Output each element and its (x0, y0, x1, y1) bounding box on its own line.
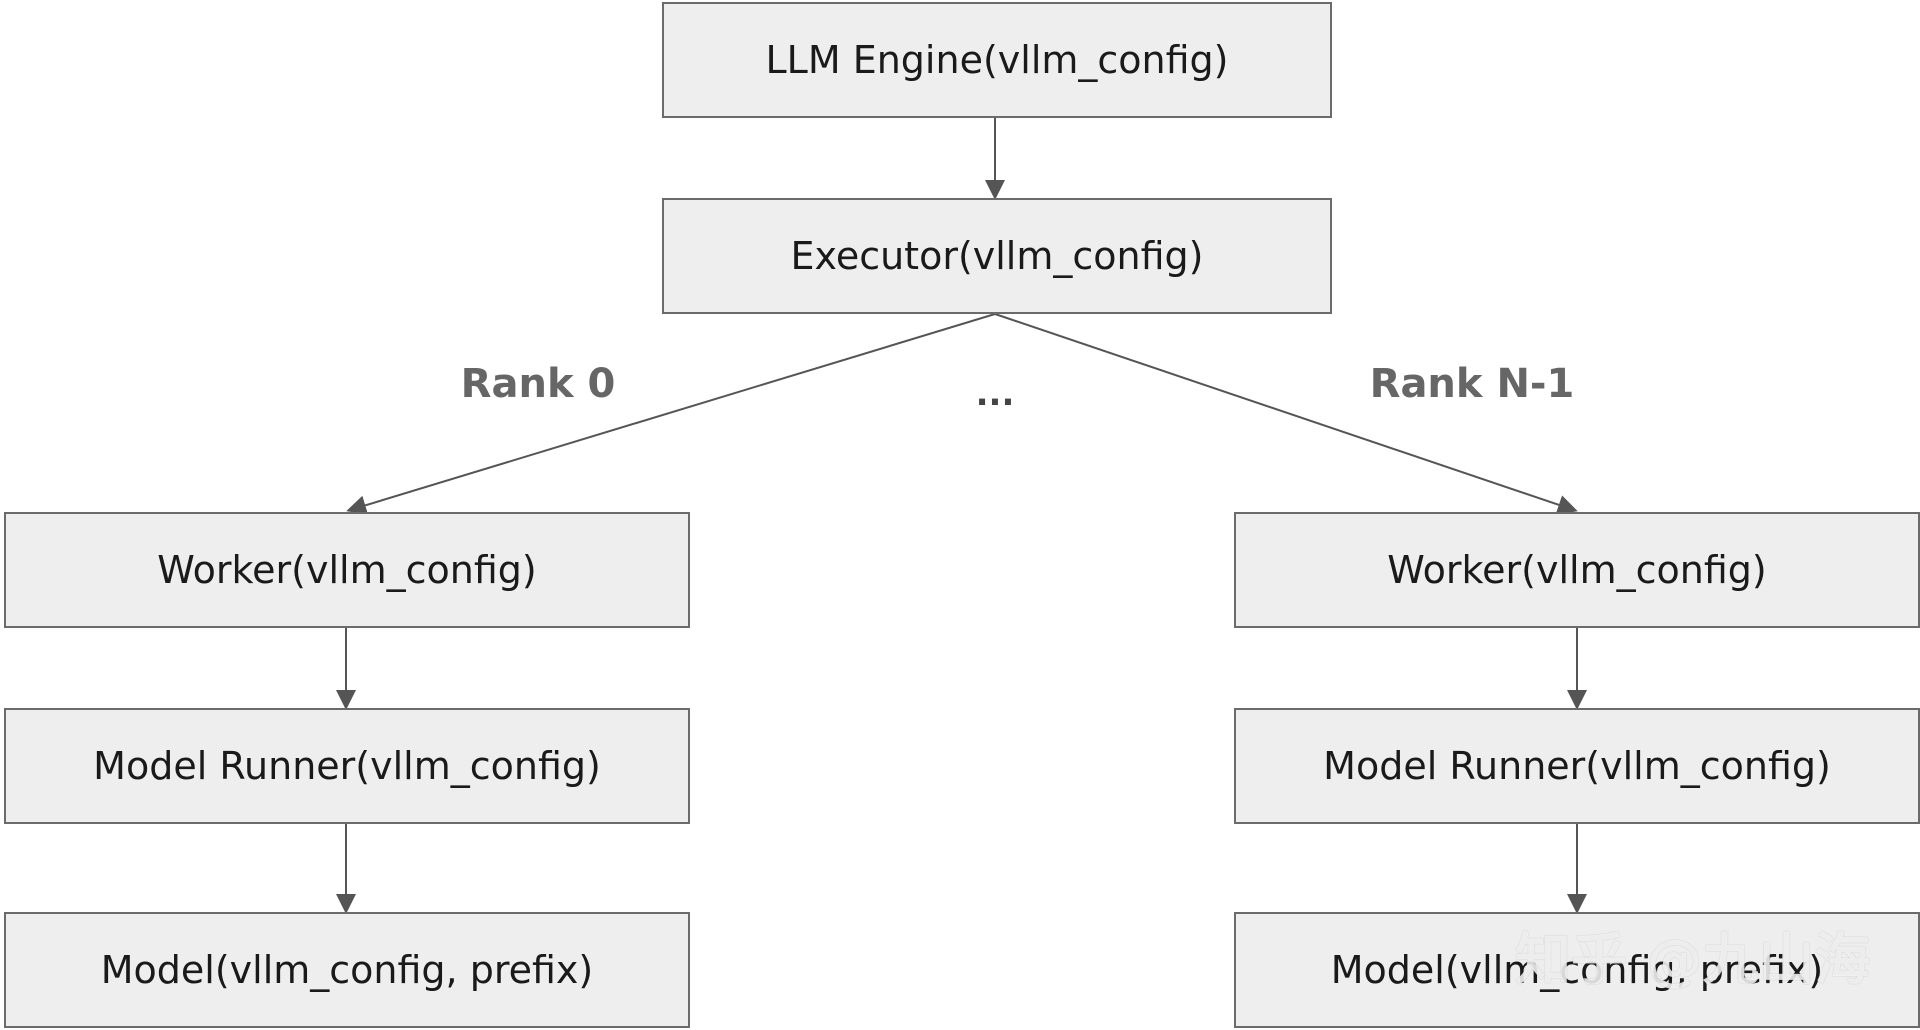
rank-0-label: Rank 0 (460, 361, 616, 407)
model-node-rank-0: Model(vllm_config, prefix) (4, 912, 690, 1028)
executor-node: Executor(vllm_config) (662, 198, 1332, 314)
model-runner-label-rank-n1: Model Runner(vllm_config) (1323, 744, 1831, 788)
llm-engine-label: LLM Engine(vllm_config) (765, 38, 1229, 82)
model-label-rank-n1: Model(vllm_config, prefix) (1330, 948, 1824, 992)
model-node-rank-n1: Model(vllm_config, prefix) (1234, 912, 1920, 1028)
llm-engine-node: LLM Engine(vllm_config) (662, 2, 1332, 118)
model-runner-label-rank-0: Model Runner(vllm_config) (93, 744, 601, 788)
worker-label-rank-n1: Worker(vllm_config) (1387, 548, 1767, 592)
model-runner-node-rank-n1: Model Runner(vllm_config) (1234, 708, 1920, 824)
model-runner-node-rank-0: Model Runner(vllm_config) (4, 708, 690, 824)
model-label-rank-0: Model(vllm_config, prefix) (100, 948, 594, 992)
worker-node-rank-0: Worker(vllm_config) (4, 512, 690, 628)
edge-executor-to-worker-rank-n1 (994, 313, 1578, 515)
rank-n1-label: Rank N-1 (1369, 361, 1575, 407)
executor-label: Executor(vllm_config) (790, 234, 1204, 278)
edge-executor-to-worker-rank-0 (346, 313, 996, 515)
worker-node-rank-n1: Worker(vllm_config) (1234, 512, 1920, 628)
ranks-ellipsis: ... (975, 374, 1015, 414)
worker-label-rank-0: Worker(vllm_config) (157, 548, 537, 592)
